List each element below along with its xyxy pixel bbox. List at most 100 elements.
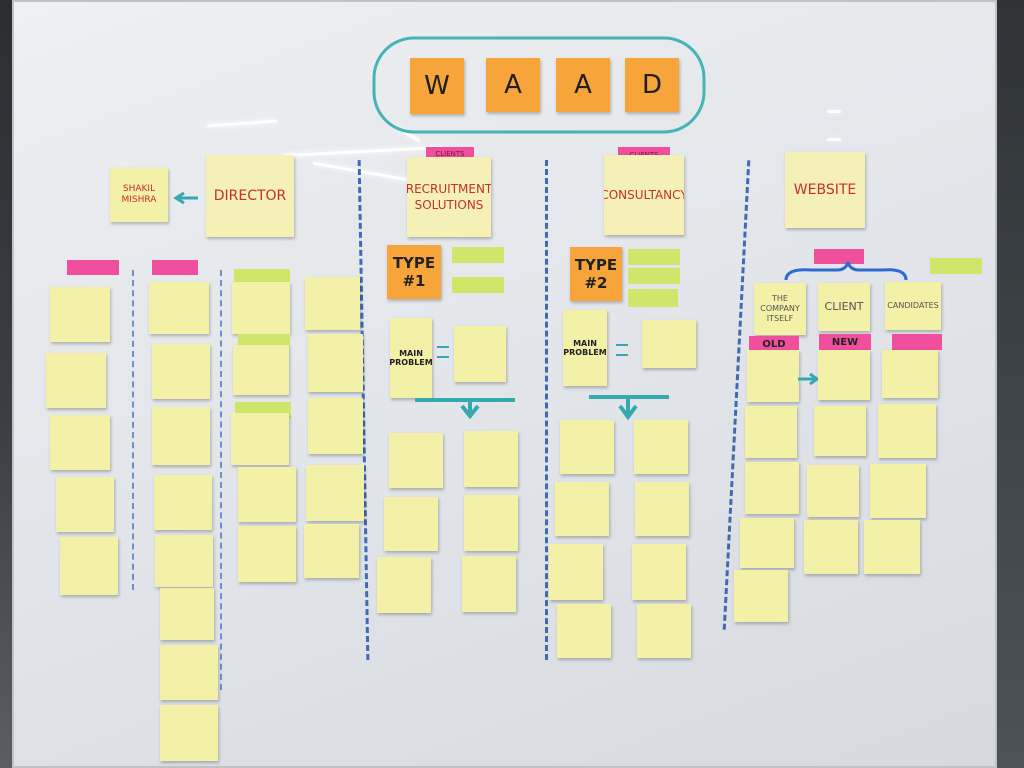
rec-left-note [377,557,431,613]
light-glare [827,110,841,113]
col4-note [306,465,364,521]
old-tag: OLD [749,336,799,352]
column-divider [220,270,222,690]
note-text: Client [824,300,864,313]
shakil-note: Shakil Mishra [110,168,168,222]
recruitment-small-note [452,247,504,263]
col2-note [160,645,218,700]
note-text: TYPE #1 [392,254,436,290]
whiteboard: W A A D Shakil Mishra Director Clients R… [12,0,997,768]
arrow-left-icon [173,191,198,205]
web-c-note [878,404,936,458]
equals-sign [616,344,628,356]
web-c-note [864,520,920,574]
title-letter: A [574,70,592,100]
consultancy-small-note [628,268,680,284]
note-text: TYPE #2 [574,256,618,292]
website-pink-tag-3 [892,334,942,350]
con-right-note [635,482,689,536]
tag-text: OLD [762,338,786,350]
col3-tag-2 [238,334,290,348]
rec-left-note [384,497,438,551]
note-text: Director [213,188,287,204]
note-text: Consultancy [604,188,684,202]
type2-note: TYPE #2 [570,247,622,301]
column-divider [132,270,134,590]
type1-note: TYPE #1 [387,245,441,299]
arrow-down-icon [589,395,669,421]
title-letter: D [641,70,663,100]
rec-left-note [389,433,443,488]
title-letter: W [424,71,450,101]
web-a-note [747,350,799,402]
tag-text: NEW [831,336,859,348]
web-c-note [870,464,926,518]
title-note-a: A [486,58,540,112]
title-note-d: D [625,58,679,112]
web-b-note [807,465,859,517]
col2-tag [152,260,198,275]
col2-note [154,475,212,530]
title-note-w: W [410,58,464,114]
col2-note [152,407,210,465]
con-right-note [637,604,691,658]
arrow-down-icon [415,398,515,420]
title-loop [372,36,706,134]
title-note-a2: A [556,58,610,112]
web-b-note [804,520,858,574]
con-left-note [560,420,614,474]
col3-note [233,345,289,395]
note-text: Main Problem [390,349,432,367]
col4-note [304,524,359,578]
web-b-note [818,350,870,400]
con-right-note [632,544,686,600]
col2-note [155,535,213,587]
rec-right-note [462,556,516,612]
web-b-note [814,406,866,456]
col2-note [160,705,218,761]
col1-note [56,477,114,532]
company-note: The Company Itself [754,283,806,335]
note-text: Website [793,182,857,198]
candidates-note: Candidates [885,282,941,330]
light-glare [206,119,278,128]
web-a-note [734,570,788,622]
note-text: Shakil Mishra [121,184,157,205]
consultancy-small-note [628,289,678,307]
col3-tag [234,269,290,285]
col1-note [46,353,106,408]
recruitment-note: Recruitment Solutions [407,157,491,237]
light-glare [282,145,442,158]
main-problem-note: Main Problem [390,318,432,398]
col4-note [305,277,360,330]
website-green-tag [930,258,982,274]
consultancy-small-note [628,249,680,265]
title-letter: A [504,70,522,100]
rec-right-note [464,431,518,487]
consultancy-note: Consultancy [604,155,684,235]
con-left-note [549,544,603,600]
website-pink-tag [814,249,864,264]
director-note: Director [206,155,294,237]
col2-note [152,344,210,399]
main-problem-note-2: Main Problem [563,310,607,386]
web-a-note [740,518,794,568]
equals-sign [437,346,449,358]
new-tag: NEW [819,334,871,350]
bracket-brace [784,261,908,281]
col3-note [231,413,289,465]
col1-tag [67,260,119,275]
column-divider [545,160,548,660]
tag-text: Clients [629,151,658,159]
recruitment-small-note [452,277,504,293]
note-text: Main Problem [563,339,607,357]
note-text: Candidates [887,301,939,310]
col3-note [232,282,290,334]
client-note: Client [818,283,870,331]
arrow-right-icon [798,372,820,386]
web-a-note [745,406,797,458]
col4-note [308,334,363,392]
col3-note [238,467,296,522]
background-room-right [994,0,1024,768]
management-note [454,326,506,382]
